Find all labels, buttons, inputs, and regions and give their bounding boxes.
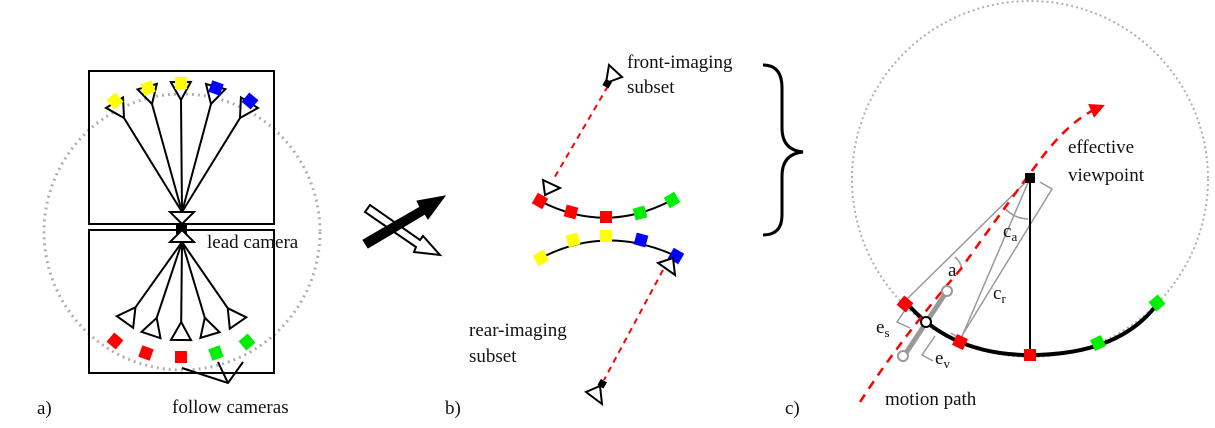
front-arc-marker (563, 204, 579, 220)
arc-camera-marker (952, 334, 968, 350)
arc-camera-marker (1090, 335, 1106, 351)
rear-camera-icon-near (655, 256, 677, 278)
dotted-circle-a (42, 92, 322, 372)
ray-top (181, 117, 241, 213)
ev-label: ev (935, 348, 950, 371)
follow-camera-marker (208, 80, 224, 96)
panel-b: front-imaging subset rear-imaging subset… (445, 52, 804, 419)
follow-camera-marker (241, 92, 259, 110)
segment-end-top (941, 285, 953, 297)
follow-camera-icon (139, 315, 162, 340)
rear-dashed-line (603, 269, 664, 381)
ca-left-line (904, 177, 1031, 302)
ca-label: ca (1003, 221, 1017, 244)
follow-camera-marker (175, 351, 187, 363)
es-label: es (876, 317, 890, 340)
rear-camera-marker (597, 378, 607, 389)
follow-camera-icon (169, 319, 193, 342)
rear-subset-label-2: subset (469, 346, 517, 367)
front-subset-label-1: front-imaging (627, 52, 733, 73)
brace-icon (762, 63, 804, 237)
front-dashed-line (552, 85, 609, 181)
front-camera-marker (602, 78, 612, 89)
rear-arc (540, 239, 677, 259)
panel-c-label: c) (785, 398, 800, 419)
front-arc-marker (531, 192, 549, 210)
follow-camera-marker (208, 345, 224, 361)
es-bracket (895, 309, 911, 329)
rear-arc-markers (532, 230, 685, 267)
follow-camera-marker (138, 345, 154, 361)
follow-camera-marker (140, 80, 156, 96)
ray-top (181, 103, 212, 213)
effective-viewpoint-label-1: effective (1068, 137, 1134, 158)
follow-cameras-pointer (181, 361, 244, 385)
effective-viewpoint-marker (1025, 173, 1035, 183)
solid-arrow-icon (362, 195, 447, 249)
follow-camera-marker (238, 333, 256, 351)
transition-arrows (362, 195, 447, 257)
motion-path (858, 104, 1105, 403)
front-arc-marker (663, 191, 681, 209)
rear-arc-marker (532, 249, 550, 267)
follow-camera-icon (114, 305, 137, 330)
effective-viewpoint-label-2: viewpoint (1068, 165, 1145, 186)
front-arc-marker (600, 211, 612, 223)
follow-camera-glyphs (104, 77, 260, 363)
arc-camera-marker (1024, 349, 1036, 361)
arc-camera-markers (896, 294, 1166, 361)
ray-top (180, 99, 183, 213)
intersection-point (920, 316, 932, 328)
cr-label: cr (993, 283, 1006, 306)
a-label: a (948, 260, 957, 281)
front-arc-markers (531, 191, 681, 223)
lead-camera-label: lead camera (207, 232, 299, 253)
arc-camera-marker (1148, 294, 1166, 312)
follow-camera-icon (226, 306, 249, 331)
front-camera-icon-far (604, 63, 624, 85)
cr-line (959, 177, 1031, 342)
ev-bracket (920, 335, 936, 362)
ray-top (123, 117, 183, 213)
follow-camera-icon (199, 315, 222, 340)
panel-b-label: b) (445, 398, 461, 419)
dotted-circle-c (851, 0, 1209, 358)
rear-subset-label-1: rear-imaging (469, 320, 567, 341)
lead-camera-marker (176, 223, 187, 234)
follow-camera-marker (175, 77, 187, 89)
rear-arc-marker (600, 230, 612, 242)
rear-arc-marker (633, 232, 649, 248)
follow-cameras-label: follow cameras (172, 397, 289, 418)
panel-a: lead camera follow cameras a) (37, 70, 322, 419)
hollow-arrow-icon (363, 203, 443, 257)
cr-bracket (950, 181, 1054, 341)
lead-camera-icon-bottom (167, 228, 197, 243)
panel-a-label: a) (37, 398, 52, 419)
follow-camera-marker (106, 332, 124, 350)
rear-arc-marker (565, 232, 581, 248)
front-camera-icon-near (541, 178, 563, 197)
arc-camera-marker (896, 295, 914, 313)
segment-end-bottom (897, 350, 909, 362)
rear-camera-icon-far (584, 384, 604, 407)
front-subset-label-2: subset (627, 77, 675, 98)
lead-camera-icon-top (167, 211, 197, 226)
front-arc-marker (632, 205, 648, 221)
follow-camera-marker (106, 92, 124, 110)
camera-arc (903, 299, 1160, 358)
motion-path-label: motion path (885, 389, 977, 410)
ray-top (151, 103, 183, 213)
panel-c: effective viewpoint ca a cr es ev motion… (785, 0, 1209, 419)
